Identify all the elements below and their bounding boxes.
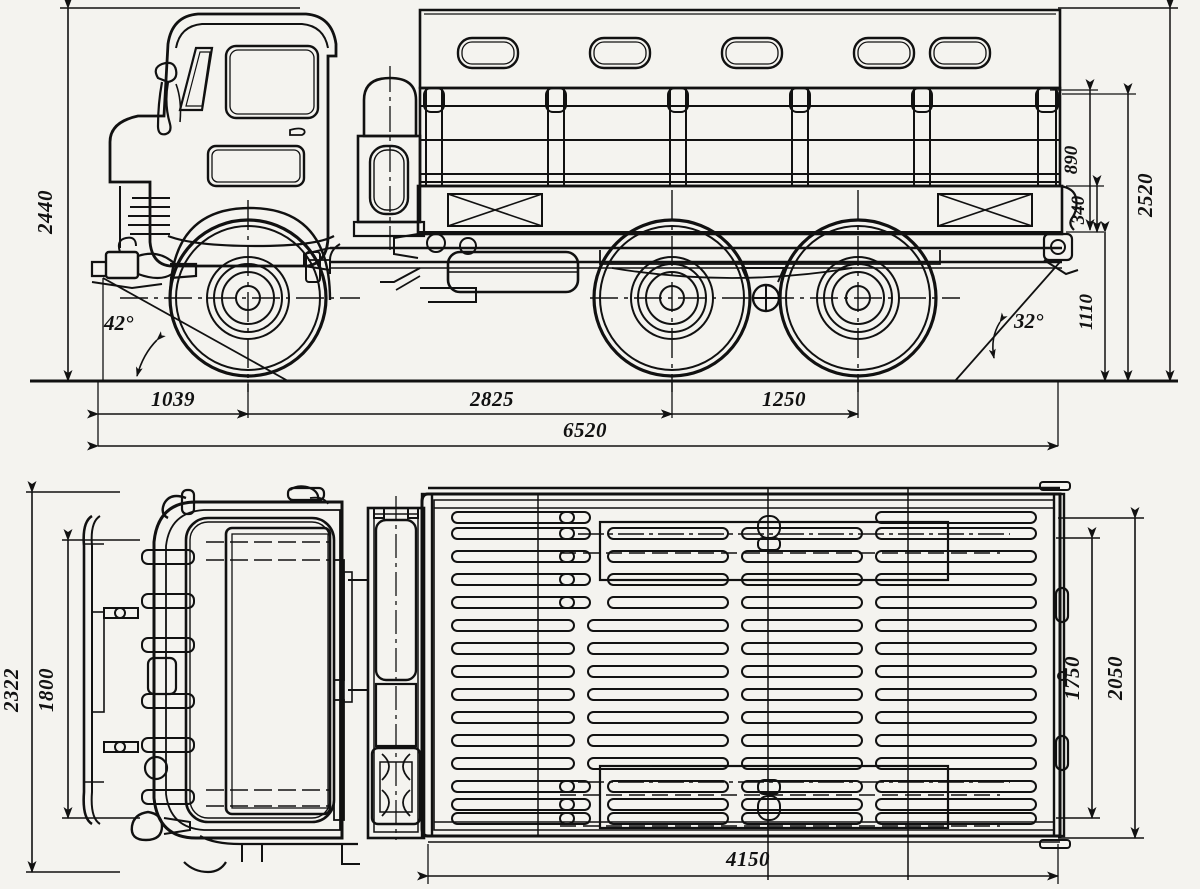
tow-hook-plan [130,810,164,842]
x-brace-panel [937,193,1033,227]
dimension-32deg: 32° [954,261,1061,382]
chassis-plan-details [183,835,360,874]
slat-row [451,757,1037,770]
x-brace-panel [447,193,543,227]
windshield-plan [224,526,332,816]
dimension-label-890: 890 [1061,145,1082,174]
slat-row [451,619,1037,632]
side-elevation-view: 2440 42° 32° 890 340 [30,0,1178,451]
front-grille [128,197,170,235]
dimension-2825: 2825 [237,387,673,419]
fuel-tank [380,237,580,303]
bed-corner-pin [1039,839,1071,849]
slat-row [451,642,1037,655]
bumper-bracket [103,607,139,619]
dimension-2440: 2440 [33,0,300,382]
slat-row [451,688,1037,701]
wheelhouse-outline [598,520,950,830]
slat-row [451,550,1037,563]
dimension-340: 340 [1066,175,1104,233]
cab-plan [141,500,345,840]
dimension-890: 890 [1050,79,1098,231]
front-bumper [90,236,198,290]
dimension-4150: 4150 [417,844,1059,884]
dimension-label-6520: 6520 [563,418,607,442]
dimension-1039: 1039 [87,387,249,419]
tilt-window [852,36,916,70]
grille-slats-plan [141,549,195,805]
dimension-label-1110: 1110 [1076,294,1097,330]
front-wheel-arch [168,206,332,301]
slat-row [451,711,1037,724]
cab-side-window [224,44,320,120]
dimension-2520: 2520 [1062,83,1157,382]
side-mirror [154,61,182,136]
tow-hook [117,236,137,253]
dimension-label-340: 340 [1068,195,1089,225]
spare-wheel-carrier [305,66,426,283]
dimension-label-1800: 1800 [34,668,58,712]
grille-badge [146,656,178,696]
dimension-2322: 2322 [0,481,120,873]
dimension-6520: 6520 [87,418,1059,451]
dimension-label-32deg: 32° [1013,309,1044,333]
tilt-window [928,36,992,70]
slat-row [451,511,1037,524]
dimension-label-1250: 1250 [762,387,806,411]
tilt-window [588,36,652,70]
bed-floor-slats [451,511,1037,825]
cab-roof-line [175,23,329,49]
dimension-label-42deg: 42° [103,311,134,335]
dimension-label-1750: 1750 [1060,656,1084,700]
dimension-label-2825: 2825 [469,387,514,411]
dimension-label-2322: 2322 [0,668,23,713]
plan-vertical-centerlines [537,488,909,880]
dimension-1250: 1250 [661,387,859,419]
slat-row [451,596,1037,609]
bed-side-latch [1054,734,1070,772]
plan-axle-centerlines [578,533,1010,783]
bed-side-latch [1054,586,1070,624]
bed-corner-pin [1039,481,1071,491]
slat-row [451,798,1037,811]
plan-view: 2322 1800 1750 2050 4150 [0,481,1144,884]
tilt-window [720,36,784,70]
dimension-label-2050: 2050 [1103,656,1127,701]
slat-row [451,665,1037,678]
dimension-1750: 1750 [1056,527,1100,819]
slat-row [451,812,1037,825]
dimension-label-1039: 1039 [151,387,195,411]
driveshaft-plan [757,515,781,821]
cab-door-panel [206,144,306,188]
windscreen-pillar [178,46,214,112]
dimension-42deg: 42° [102,277,289,382]
door-handle [289,127,306,136]
cargo-tilt-canopy [418,8,1062,90]
slat-row [451,734,1037,747]
headlight-plan [143,755,169,781]
wheel-vertical-centerlines [247,190,859,392]
bumper-bracket [103,741,139,753]
dimension-1110: 1110 [1076,221,1110,382]
dimension-2050: 2050 [1058,507,1144,839]
dimension-label-2520: 2520 [1133,173,1157,218]
bed-underside [393,233,446,259]
dimension-label-4150: 4150 [725,847,770,871]
mirrors-plan [161,485,329,520]
dimension-1800: 1800 [34,529,140,819]
hidden-axle-lines [560,552,1000,827]
tilt-window [456,36,520,70]
slat-row [451,780,1037,793]
dimension-label-2440: 2440 [33,190,57,235]
